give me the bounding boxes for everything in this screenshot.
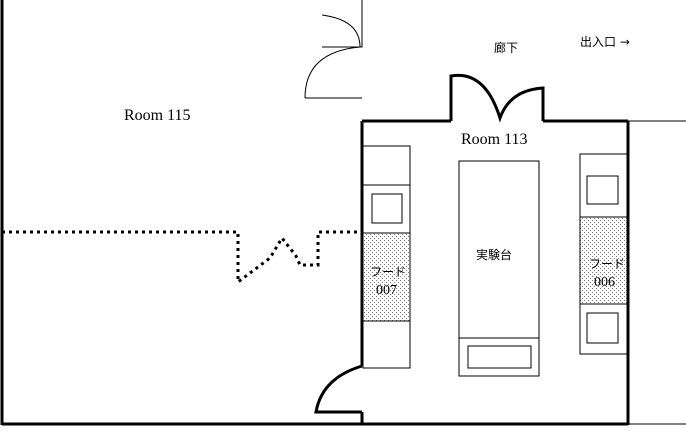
room-115-label: Room 115: [124, 107, 191, 124]
corridor-outline: [628, 120, 686, 425]
room-113-walls: [360, 119, 630, 426]
entrance-label: 出入口 →: [580, 35, 630, 49]
room-113-label: Room 113: [461, 131, 528, 148]
room-115-door-swing-top: [305, 14, 362, 99]
hood-007-area: [362, 232, 411, 322]
room-113-side-door: [314, 364, 363, 414]
room-115-dashed-boundary: [2, 230, 362, 285]
room-115-door-arc-top: [304, 0, 363, 99]
lab-bench-label: 実験台: [476, 247, 512, 262]
room-113-double-door: [449, 73, 545, 123]
hood-006-name: フード: [589, 257, 625, 271]
left-cabinet-column: [362, 145, 411, 369]
corridor-label: 廊下: [494, 40, 518, 55]
hood-007-number: 007: [376, 283, 397, 298]
right-cabinet-column: [579, 153, 628, 355]
room-115-walls: [0, 0, 362, 426]
hood-006-area: [579, 216, 628, 305]
hood-006-number: 006: [594, 275, 615, 290]
lab-bench: [458, 160, 540, 377]
hood-007-name: フード: [370, 265, 406, 279]
